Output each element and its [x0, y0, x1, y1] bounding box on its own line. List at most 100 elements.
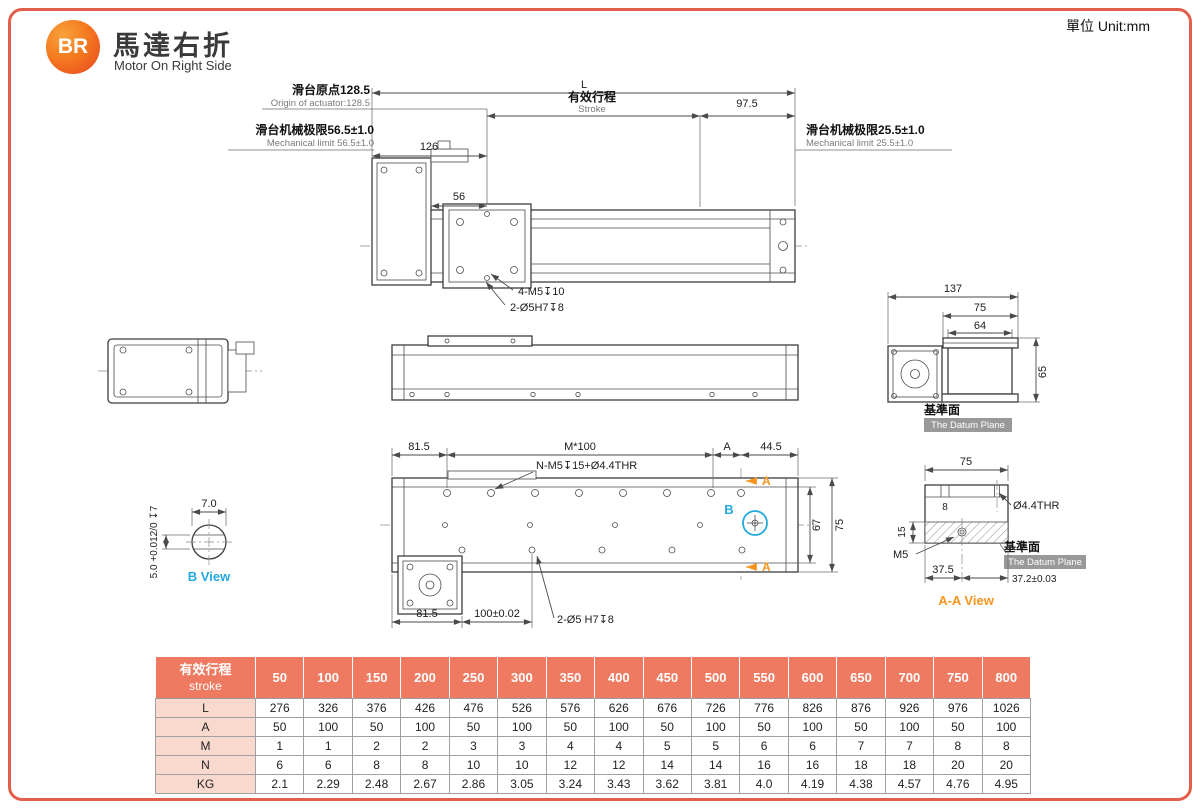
detail-b-circle	[742, 510, 768, 536]
table-cell: 12	[545, 755, 596, 775]
table-cell: 20	[981, 755, 1032, 775]
table-cell: 6	[303, 755, 353, 775]
table-cell: 50	[351, 717, 402, 737]
table-cell: 100	[981, 717, 1032, 737]
brand-badge: BR	[46, 20, 100, 74]
dim-137: 137	[944, 283, 962, 295]
badge-text: BR	[57, 35, 89, 58]
page-title: 馬達右折	[113, 31, 233, 61]
end-view: 137 75 64 65 基準面	[887, 283, 1049, 432]
table-cell: 4.0	[739, 774, 789, 794]
table-cell: 6	[739, 736, 789, 756]
dim-a: A	[723, 441, 731, 453]
stroke-header-cell: 有效行程 stroke	[155, 656, 256, 699]
table-cell: 100	[303, 717, 353, 737]
table-cell: 3	[497, 736, 547, 756]
table-cell: 50	[642, 717, 692, 737]
table-cell: 100	[884, 717, 935, 737]
table-cell: 50	[933, 717, 983, 737]
table-cell: 776	[739, 698, 789, 718]
table-cell: 1026	[981, 698, 1032, 718]
motor-block	[887, 345, 943, 403]
table-cell: 2.67	[400, 774, 450, 794]
datum-label-bg	[1004, 555, 1086, 569]
table-cell: 10	[497, 755, 547, 775]
table-cell: 50	[545, 717, 596, 737]
callout-thr: Ø4.4THR	[1013, 500, 1060, 512]
aa-section-view: 75 8 Ø4.4THR M5 15 基準面 The Datum P	[893, 456, 1086, 608]
stroke-header-cn: 有效行程	[179, 661, 232, 677]
stroke-column-header: 600	[787, 656, 838, 699]
dim-L: L	[581, 79, 587, 91]
table-cell: 100	[400, 717, 450, 737]
stroke-column-header: 150	[351, 656, 402, 699]
table-cell: 2	[400, 736, 450, 756]
table-cell: 100	[497, 717, 547, 737]
dim-15: 15	[897, 526, 908, 538]
table-cell: 876	[836, 698, 886, 718]
table-cell: 3.43	[594, 774, 644, 794]
table-cell: 5	[690, 736, 741, 756]
table-cell: 5	[642, 736, 692, 756]
stroke-column-header: 450	[642, 656, 692, 699]
dim-75: 75	[834, 519, 846, 531]
table-cell: 100	[787, 717, 838, 737]
callout-dowel-bottom: 2-Ø5 H7↧8	[557, 614, 614, 626]
dim-81-5-top: 81.5	[408, 441, 429, 453]
page-subtitle: Motor On Right Side	[114, 58, 232, 73]
table-cell: 2.1	[254, 774, 305, 794]
limit-left-cn: 滑台机械极限56.5±1.0	[255, 122, 374, 137]
table-cell: 626	[594, 698, 644, 718]
table-cell: 2.86	[448, 774, 499, 794]
stroke-column-header: 100	[303, 656, 353, 699]
stroke-column-header: 700	[884, 656, 935, 699]
dim-75: 75	[960, 456, 972, 468]
table-cell: 14	[642, 755, 692, 775]
stroke-column-header: 200	[400, 656, 450, 699]
stroke-column-header: 300	[497, 656, 547, 699]
origin-label-cn: 滑台原点128.5	[292, 82, 370, 97]
table-cell: 8	[351, 755, 402, 775]
table-cell: 14	[690, 755, 741, 775]
stroke-column-header: 250	[448, 656, 499, 699]
table-cell: 18	[884, 755, 935, 775]
top-plan-view: L 滑台原点128.5 Origin of actuator:128.5 有效行…	[228, 79, 952, 314]
table-cell: 50	[739, 717, 789, 737]
stroke-column-header: 550	[739, 656, 789, 699]
datum-label-bg	[924, 418, 1012, 432]
motor-block	[371, 157, 432, 286]
table-cell: 4	[594, 736, 644, 756]
table-cell: 2	[351, 736, 402, 756]
table-cell: 3	[448, 736, 499, 756]
stroke-header-en: stroke	[189, 679, 222, 694]
bottom-view: 81.5 M*100 A 44.5 N-M5↧15+Ø4.4THR 67 75 …	[380, 441, 846, 628]
table-cell: 7	[836, 736, 886, 756]
table-cell: 3.62	[642, 774, 692, 794]
dim-shaft-tolerance: 5.0 +0.012/0 ↧7	[149, 505, 160, 578]
table-cell: 826	[787, 698, 838, 718]
callout-tap: 4-M5↧10	[518, 286, 565, 298]
table-cell: 276	[254, 698, 305, 718]
table-cell: 8	[981, 736, 1032, 756]
table-cell: 4.95	[981, 774, 1032, 794]
datum-label-cn: 基準面	[1003, 539, 1040, 554]
dim-m100: M*100	[564, 441, 596, 453]
motor-end-view	[98, 338, 262, 404]
dim-56: 56	[453, 191, 465, 203]
table-cell: 726	[690, 698, 741, 718]
origin-label-en: Origin of actuator:128.5	[271, 98, 370, 109]
limit-right-en: Mechanical limit 25.5±1.0	[806, 138, 913, 149]
table-cell: 6	[254, 755, 305, 775]
callout-m5: M5	[893, 549, 908, 561]
stroke-column-header: 500	[690, 656, 741, 699]
table-cell: 100	[690, 717, 741, 737]
dim-37-5: 37.5	[932, 564, 953, 576]
dim-81-5-bottom: 81.5	[416, 608, 437, 620]
